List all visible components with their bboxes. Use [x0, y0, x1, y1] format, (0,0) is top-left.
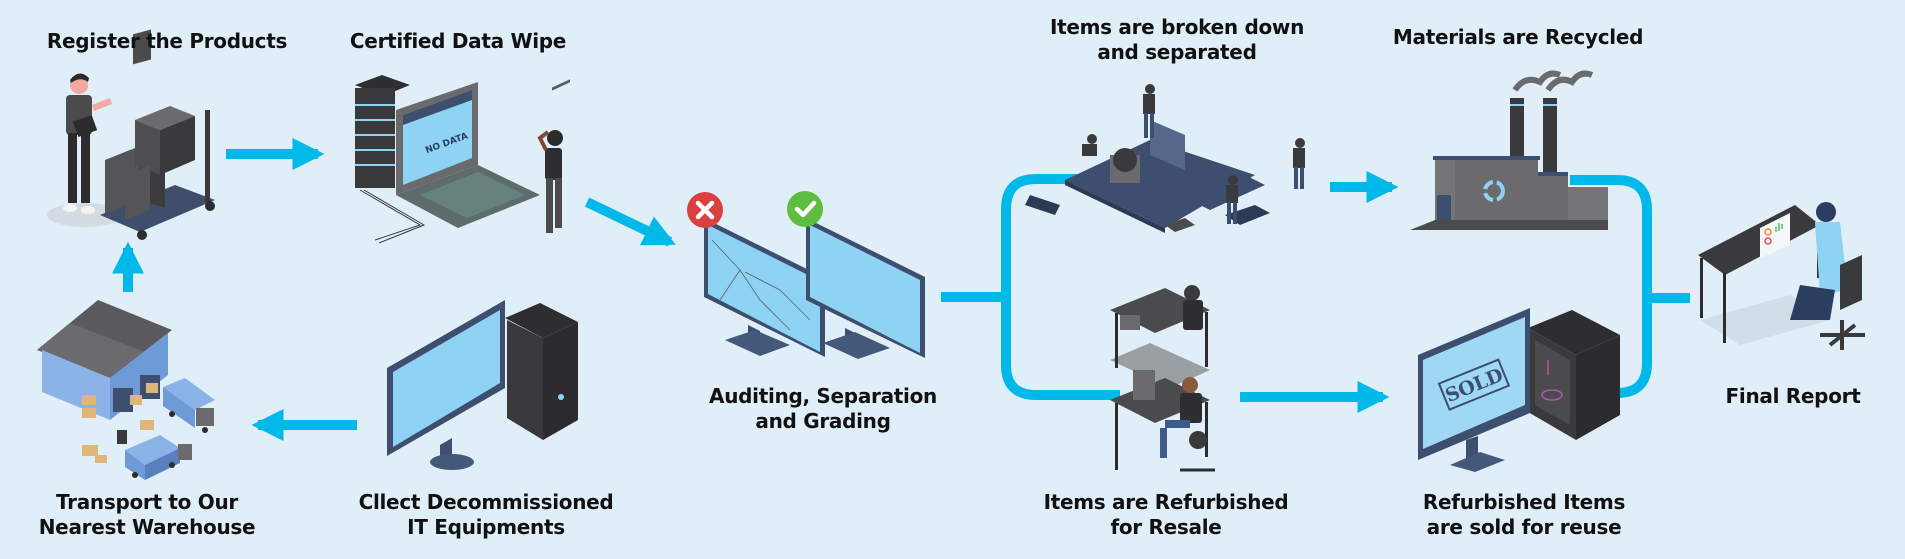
step-label-broken-down: Items are broken down and separated [1050, 15, 1304, 65]
warehouse-trucks-icon [37, 300, 215, 480]
laptop: NO DATA [396, 82, 540, 228]
label-line: Refurbished Items [1422, 490, 1626, 514]
person-standing [537, 130, 563, 233]
label-line: and separated [1097, 40, 1257, 64]
connectors [111, 137, 1690, 442]
step-label-recycled: Materials are Recycled [1392, 25, 1644, 50]
step-label-register: Register the Products [47, 29, 287, 54]
reject-badge-icon [687, 192, 723, 228]
label-line: and Grading [755, 409, 891, 433]
step-label-data-wipe: Certified Data Wipe [350, 29, 566, 54]
sold-computer-icon: SOLD [1418, 308, 1620, 472]
label-line: IT Equipments [407, 515, 565, 539]
desktop-computer-icon [387, 79, 578, 470]
label-line: Nearest Warehouse [38, 515, 256, 539]
server-rack [355, 75, 410, 188]
label-line: Materials are Recycled [1392, 25, 1644, 49]
step-label-refurbished: Items are Refurbished for Resale [1044, 490, 1289, 540]
arrow-wipe-to-auditing [584, 197, 676, 247]
label-line: Final Report [1725, 384, 1861, 408]
label-line: Register the Products [46, 29, 288, 53]
accept-badge-icon [787, 191, 823, 227]
monitor-rejected [704, 218, 825, 357]
person-at-desk-icon [1698, 202, 1865, 350]
monitors-grading-icon [687, 191, 925, 359]
motherboard-disassembly-icon [1025, 84, 1305, 233]
bracket-auditing-split [941, 174, 1120, 400]
bracket-final-merge [1570, 175, 1690, 398]
server-laptop-icon: NO DATA [355, 75, 563, 244]
truck [125, 435, 192, 480]
label-line: Items are Refurbished [1043, 490, 1289, 514]
label-line: are sold for reuse [1426, 515, 1622, 539]
label-line: Auditing, Separation [709, 384, 937, 408]
label-line: Certified Data Wipe [349, 29, 567, 53]
person-with-cart-icon [47, 29, 215, 240]
repair-workbench-icon [1110, 285, 1215, 472]
label-line: Cllect Decommissioned [358, 490, 614, 514]
label-line: Items are broken down [1049, 15, 1305, 39]
truck [163, 378, 215, 433]
step-label-final-report: Final Report [1726, 384, 1861, 409]
step-label-auditing: Auditing, Separation and Grading [709, 384, 937, 434]
step-label-transport: Transport to Our Nearest Warehouse [39, 490, 256, 540]
step-label-collect: Cllect Decommissioned IT Equipments [359, 490, 614, 540]
recycling-factory-icon [1410, 70, 1608, 230]
recycle-symbol-icon [1483, 180, 1505, 202]
label-line: Transport to Our [56, 490, 238, 514]
label-line: for Resale [1110, 515, 1222, 539]
step-label-sold: Refurbished Items are sold for reuse [1423, 490, 1625, 540]
monitor-accepted [806, 218, 925, 359]
